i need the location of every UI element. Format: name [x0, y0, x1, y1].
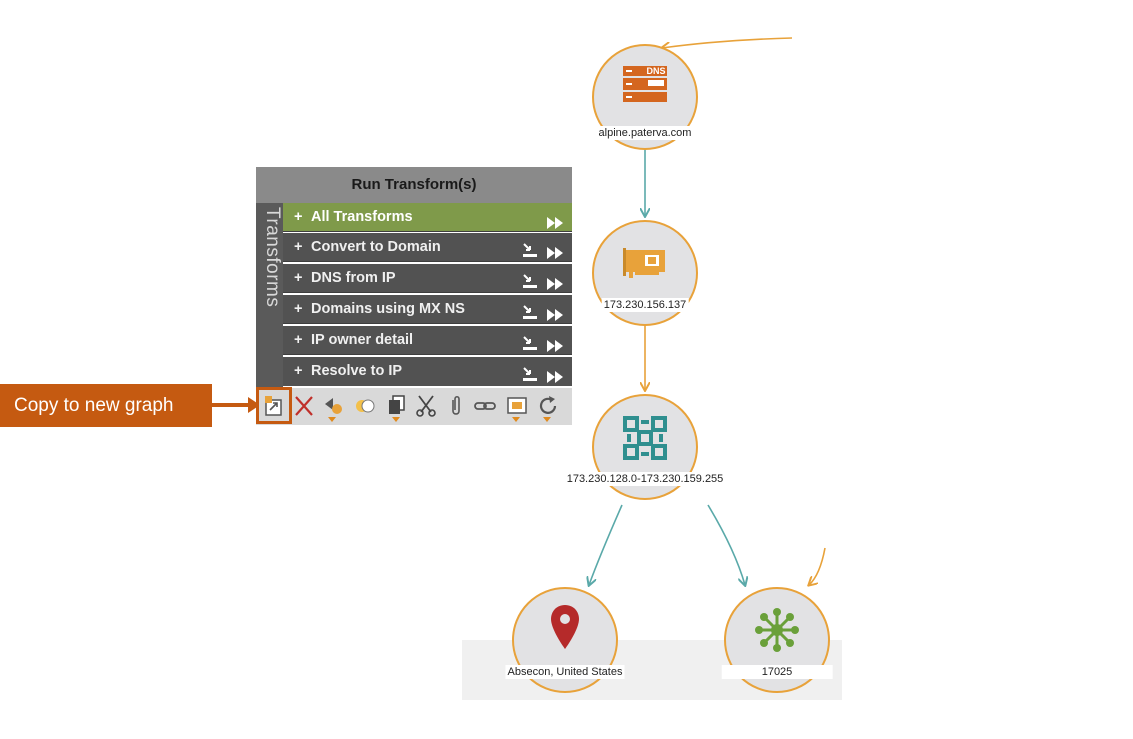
merge-icon[interactable] — [354, 394, 376, 418]
panel-title: Run Transform(s) — [256, 167, 572, 203]
expand-toggle[interactable]: + — [294, 363, 303, 379]
edge-incoming-dns — [662, 37, 793, 48]
as-node-label: 17025 — [721, 665, 833, 679]
edge-netblock-to-location — [589, 504, 623, 585]
expand-toggle[interactable]: + — [294, 332, 303, 348]
run-icon[interactable] — [547, 334, 563, 363]
transform-label: Domains using MX NS — [311, 301, 465, 317]
copy-to-new-graph-callout: Copy to new graph — [0, 384, 212, 427]
expand-toggle[interactable]: + — [294, 270, 303, 286]
add-to-favorites-icon[interactable] — [522, 271, 538, 300]
refresh-icon[interactable] — [537, 394, 559, 422]
netblock-node-label: 173.230.128.0-173.230.159.255 — [564, 472, 726, 486]
svg-text:DNS: DNS — [646, 66, 665, 76]
transform-row-all[interactable]: + All Transforms — [283, 203, 572, 232]
delete-icon[interactable] — [293, 394, 315, 418]
selection-toolbar — [256, 388, 572, 425]
transforms-side-tab[interactable]: Transforms — [256, 203, 283, 388]
attach-icon[interactable] — [445, 394, 467, 418]
expand-toggle[interactable]: + — [294, 239, 303, 255]
expand-toggle[interactable]: + — [294, 301, 303, 317]
transform-row-convert-to-domain[interactable]: + Convert to Domain — [283, 233, 572, 262]
transform-label: Resolve to IP — [311, 363, 403, 379]
edge-netblock-to-as — [707, 504, 745, 585]
transform-row-ip-owner-detail[interactable]: + IP owner detail — [283, 326, 572, 355]
transforms-side-label: Transforms — [262, 207, 283, 308]
add-to-favorites-icon[interactable] — [522, 302, 538, 331]
dns-node-label: alpine.paterva.com — [596, 126, 694, 140]
callout-arrowhead — [248, 397, 260, 413]
add-to-favorites-icon[interactable] — [522, 333, 538, 362]
run-icon[interactable] — [547, 211, 563, 240]
cut-icon[interactable] — [415, 394, 437, 418]
copy-icon[interactable] — [386, 394, 408, 422]
transform-row-dns-from-ip[interactable]: + DNS from IP — [283, 264, 572, 293]
location-node-label: Absecon, United States — [505, 665, 625, 679]
run-icon[interactable] — [547, 365, 563, 394]
expand-toggle[interactable]: + — [294, 209, 303, 225]
link-icon[interactable] — [474, 394, 496, 418]
transform-label: IP owner detail — [311, 332, 414, 348]
network-card-icon — [621, 244, 669, 289]
copy-to-new-graph-highlight — [256, 387, 292, 424]
transform-label: All Transforms — [311, 209, 413, 225]
copy-to-new-graph-icon[interactable] — [263, 394, 285, 418]
transform-row-domains-using-mx-ns[interactable]: + Domains using MX NS — [283, 295, 572, 324]
run-transforms-panel: Run Transform(s) Transforms + All Transf… — [256, 167, 572, 425]
as-network-icon — [754, 607, 800, 658]
select-icon[interactable] — [506, 394, 528, 422]
dns-server-icon: DNS — [620, 62, 670, 115]
transform-label: DNS from IP — [311, 270, 396, 286]
transform-label: Convert to Domain — [311, 239, 441, 255]
edge-incoming-as — [809, 547, 826, 585]
transform-row-resolve-to-ip[interactable]: + Resolve to IP — [283, 357, 572, 386]
ip-node-label: 173.230.156.137 — [601, 298, 689, 312]
run-icon[interactable] — [547, 303, 563, 332]
location-pin-icon — [548, 603, 582, 656]
run-icon[interactable] — [547, 241, 563, 270]
change-type-icon[interactable] — [322, 394, 344, 422]
add-to-favorites-icon[interactable] — [522, 364, 538, 393]
add-to-favorites-icon[interactable] — [522, 240, 538, 269]
run-icon[interactable] — [547, 272, 563, 301]
netblock-icon — [621, 414, 669, 467]
